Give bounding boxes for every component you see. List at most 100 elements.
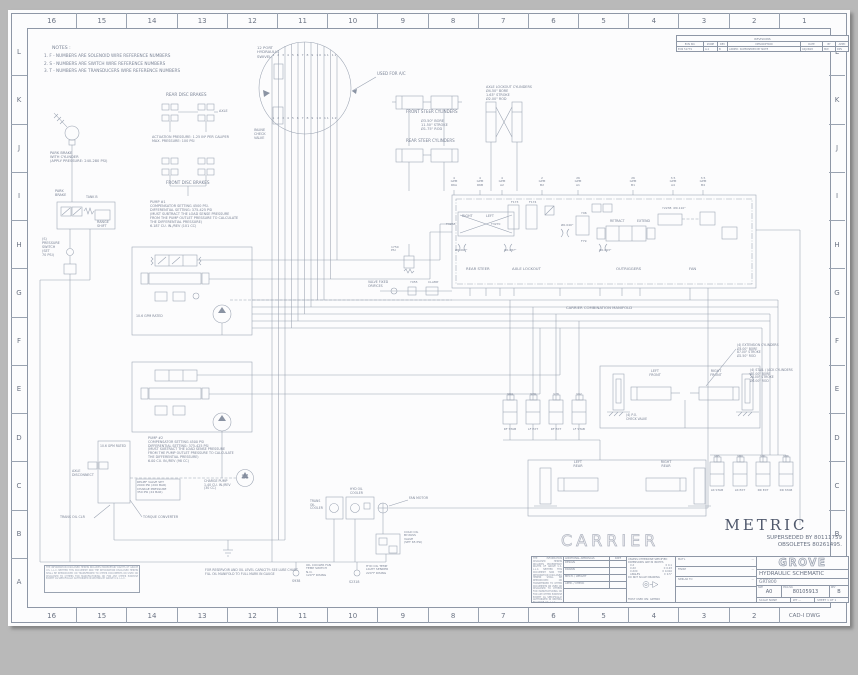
schematic-label: (4) EXTENSION CYLINDERS Ø3.00" BORE 87.0… [737,343,779,358]
misc-fields-section: MAT'L—FINISH—SIMILAR TO— [676,557,757,602]
first-used-label: FIRST USED ON: [628,598,649,601]
schematic-label: LF STAB [573,427,585,431]
approval-row: MECH. / WEIGHT [564,575,626,582]
schematic-label: TRANS OIL COOLER [310,499,323,511]
third-angle-projection-icon [628,580,674,589]
revision-cell: ADDED: SUPERSEDED BY NOTE [727,47,800,51]
schematic-label: (4) P.O. CHECK VALVE [626,413,648,421]
revision-cell: 04JUN18 [800,47,822,51]
schematic-label: 26 GPM B1 [629,176,637,187]
schematic-label: V84 [507,392,513,396]
superseded-note: SUPERSEDED BY 80111759 [766,535,842,541]
approval-label: MECH. / WEIGHT [564,575,610,581]
schematic-label: AXLE LOCKOUT [512,266,541,271]
note-item: 1. F - NUMBERS ARE SOLENOID WIRE REFEREN… [44,53,171,58]
schematic-label: 26.8 GPM [241,473,249,481]
zone-cell: 5 [579,13,630,28]
schematic-label: RIGHT FRONT [710,369,722,377]
schematic-label: FRONT STEER CYLINDERS [406,109,458,114]
misc-row: FINISH— [676,567,756,577]
zone-cell: C [11,462,27,511]
border-inner [27,28,831,608]
misc-row: SIMILAR TO— [676,577,756,587]
schematic-label: (S) PRESSURE SWITCH (SET 70 PSI) [42,237,60,257]
schematic-label: Ø0.040" [561,223,574,227]
approval-row: DESIGN [564,561,626,568]
revision-cell: B [717,47,727,51]
zone-cell: 10 [328,608,379,623]
schematic-label: V86 [783,454,789,458]
schematic-label: 4 GPM A2 [498,176,506,187]
revision-header-cell: ECN NO. [677,42,703,47]
zone-cell: 11 [278,608,329,623]
revision-title: REVISIONS [677,36,848,42]
date-header: DATE [614,557,622,560]
schematic-label: TORQUE CONVERTER [143,515,179,519]
zone-cell: 15 [77,13,128,28]
revision-cell: ECN 51779 [678,47,692,51]
approval-row: DRAWN [564,568,626,575]
zone-cell: A [16,578,22,587]
border-outer [11,13,847,623]
schematic-label: LF EXT [527,427,539,431]
zone-cell: 12 [228,608,278,623]
zone-cell: 4 [629,13,680,28]
size-value: A0 [765,589,773,596]
zone-cell: 7 [479,608,529,623]
schematic-label: FRONT DISC BRAKES [166,180,210,185]
schematic-label: Ø3.50" BORE 11.50" STROKE Ø1.75" ROD [421,119,448,132]
zone-cell: 16 [27,13,78,28]
schematic-label: CHARGE PUMP 1.40 CU. IN./REV (30 CC) [204,479,231,491]
proprietary-note: THE INFORMATION DISCLOSED HEREIN INCLUDE… [533,557,564,602]
schematic-label: 1750 PSI [391,245,399,253]
schematic-label: RETRACT [610,219,625,223]
revision-cell: MW [822,47,835,51]
scale-value: NONE [768,598,778,602]
schematic-label: 4 GPM R6A [450,176,458,187]
zone-cell: 1 [802,16,807,25]
revision-cell: A-1 [703,47,717,51]
approval-label: DRAWN [564,568,610,574]
zone-cell: 9 [378,13,429,28]
schematic-label: RIGHT REAR [660,460,672,468]
schematic-label: TRANS OIL CLR [60,515,85,519]
notes-block: NOTES : 1. F - NUMBERS ARE SOLENOID WIRE… [44,46,180,76]
zone-cell: 7 [479,13,529,28]
zone-cell: 6 [529,608,580,623]
specs-section: UNLESS OTHERWISE SPECIFIED DIMENSIONS AR… [627,557,676,602]
misc-row: MAT'L— [676,557,756,567]
zone-cell: K [829,76,845,125]
first-used-value: GRT800 [649,598,660,601]
zone-cell: 12 [228,13,278,28]
wt-value: — [798,598,802,602]
drawing-id-section: GROVE HYDRAULIC SCHEMATIC GRT800 SIZE A0… [757,557,848,602]
obsoletes-note: OBSOLETES 80261495. [777,542,842,548]
schematic-label: EXTEND [637,219,650,223]
zone-cell: CAD-I DWG [788,612,820,619]
schematic-label: LEFT [486,214,494,218]
zone-cell: C [829,462,845,511]
schematic-label: AXLE DISCONNECT [72,469,94,477]
zone-cell: H [829,221,845,270]
approval-label: DESIGN [564,561,610,567]
schematic-label: LEFT FRONT [649,369,661,377]
misc-value: — [751,578,755,581]
schematic-label: USED FOR A/C [377,71,406,76]
metric-block: METRIC SUPERSEDED BY 80111759 OBSOLETES … [690,516,842,548]
zone-cell: 4 [629,608,680,623]
schematic-label: 26 GPM A1 [574,176,582,187]
metric-title: METRIC [724,516,808,534]
approval-row: APPD. / CHECK [564,582,626,589]
schematic-label: S938 [292,579,301,583]
zone-cell: 8 [429,608,479,623]
schematic-label: OUTRIGGERS [616,266,642,271]
schematic-label: Ø0.063" [599,248,612,252]
zone-cell: 14 [127,13,178,28]
zone-cell: B [11,511,27,559]
zone-cell: G [829,269,845,318]
schematic-label: TANK B [86,195,98,199]
zone-cell: K [11,76,27,125]
